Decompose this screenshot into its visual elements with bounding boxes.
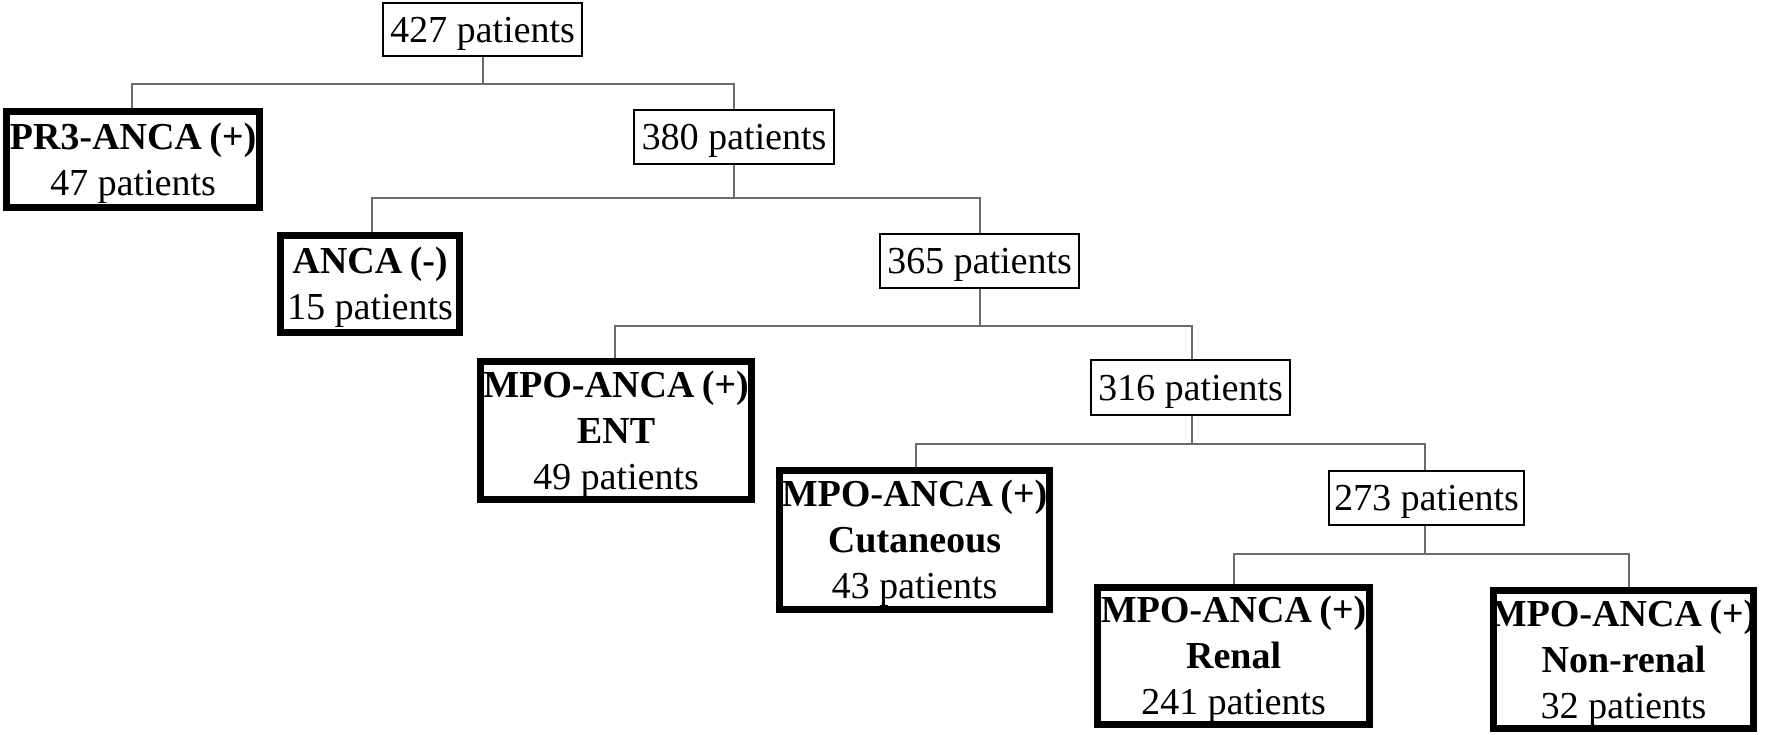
connector-stem: [733, 165, 735, 197]
node-title: MPO-ANCA (+): [1490, 592, 1757, 635]
connector-drop-right: [979, 197, 981, 233]
node-mpo-anca-cutaneous: MPO-ANCA (+) Cutaneous 43 patients: [776, 467, 1053, 613]
node-subtitle: Renal: [1186, 635, 1281, 677]
node-380-patients: 380 patients: [633, 109, 835, 165]
node-365-patients: 365 patients: [879, 233, 1080, 289]
connector-rail: [371, 197, 981, 199]
connector-drop-left: [371, 197, 373, 232]
connector-stem: [1191, 416, 1193, 443]
connector-drop-right: [1191, 325, 1193, 359]
connector-drop-right: [1424, 443, 1426, 470]
node-mpo-anca-renal: MPO-ANCA (+) Renal 241 patients: [1094, 584, 1373, 728]
node-count: 241 patients: [1141, 681, 1326, 723]
node-count: 15 patients: [287, 286, 453, 328]
node-total-patients: 427 patients: [382, 2, 583, 57]
connector-drop-left: [614, 325, 616, 358]
connector-drop-right: [733, 83, 735, 109]
node-mpo-anca-ent: MPO-ANCA (+) ENT 49 patients: [477, 358, 755, 503]
connector-rail: [1233, 553, 1630, 555]
node-title: PR3-ANCA (+): [9, 115, 257, 158]
node-title: MPO-ANCA (+): [1100, 589, 1367, 631]
node-label: 273 patients: [1334, 477, 1519, 519]
node-anca-negative: ANCA (-) 15 patients: [277, 232, 463, 336]
connector-rail: [614, 325, 1192, 327]
connector-drop-right: [1628, 553, 1630, 587]
node-subtitle: Non-renal: [1541, 638, 1706, 681]
node-pr3-anca-positive: PR3-ANCA (+) 47 patients: [3, 108, 263, 211]
node-count: 43 patients: [831, 565, 998, 607]
node-label: 380 patients: [641, 116, 827, 158]
node-title: ANCA (-): [292, 240, 448, 282]
node-label: 365 patients: [887, 240, 1072, 282]
node-count: 49 patients: [533, 455, 699, 498]
connector-rail: [131, 83, 735, 85]
connector-drop-left: [915, 443, 917, 467]
connector-drop-left: [1233, 553, 1235, 584]
node-title: MPO-ANCA (+): [483, 363, 749, 406]
connector-stem: [979, 289, 981, 325]
connector-stem: [1424, 526, 1426, 553]
connector-drop-left: [131, 83, 133, 108]
node-subtitle: ENT: [576, 409, 656, 452]
node-273-patients: 273 patients: [1328, 470, 1525, 526]
node-count: 32 patients: [1540, 684, 1707, 727]
node-label: 427 patients: [390, 8, 575, 51]
node-title: MPO-ANCA (+): [781, 473, 1048, 515]
node-count: 47 patients: [50, 161, 216, 204]
connector-rail: [915, 443, 1426, 445]
connector-stem: [482, 57, 484, 83]
node-316-patients: 316 patients: [1090, 359, 1291, 416]
node-mpo-anca-non-renal: MPO-ANCA (+) Non-renal 32 patients: [1490, 587, 1757, 732]
node-label: 316 patients: [1098, 366, 1283, 409]
node-subtitle: Cutaneous: [827, 519, 1002, 561]
